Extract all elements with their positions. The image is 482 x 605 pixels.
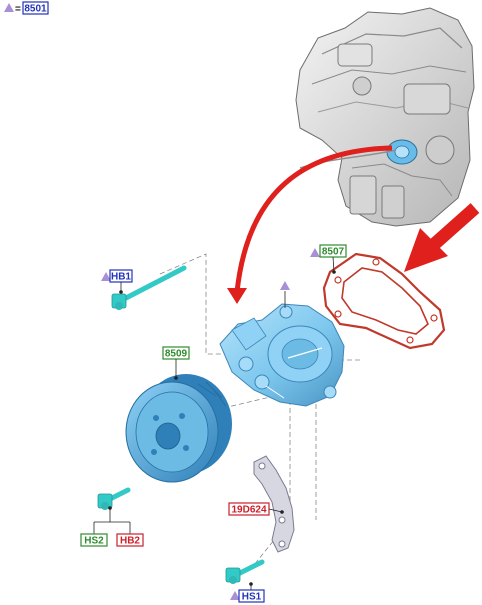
pump-marker xyxy=(280,281,290,308)
curved-arrow-icon xyxy=(227,145,393,304)
pulley-part xyxy=(125,374,232,483)
short-bolt-part xyxy=(97,487,131,510)
hs2-hb2-connector xyxy=(93,508,131,534)
hb1-part-code[interactable]: HB1 xyxy=(111,272,131,283)
bracket-label: 19D624 xyxy=(228,502,284,516)
pulley-label: 8509 xyxy=(162,346,190,380)
water-pump-part xyxy=(219,303,345,407)
hs1-part-code[interactable]: HS1 xyxy=(242,592,262,603)
legend-equals: = xyxy=(15,4,21,15)
gasket-part xyxy=(322,252,446,350)
triangle-marker-icon xyxy=(230,591,240,600)
legend-part-label[interactable]: 8501 xyxy=(24,4,47,15)
hs1-label: HS1 xyxy=(230,582,265,603)
hb2-part-code[interactable]: HB2 xyxy=(120,536,140,547)
triangle-marker-icon xyxy=(310,248,320,257)
hs2-part-code[interactable]: HS2 xyxy=(84,536,104,547)
engine-illustration xyxy=(295,7,475,227)
hs2-label: HS2 xyxy=(80,533,108,547)
bracket-part-number[interactable]: 19D624 xyxy=(231,505,266,516)
hb2-label: HB2 xyxy=(116,533,144,547)
bottom-bolt-part xyxy=(225,559,265,584)
hb1-label: HB1 xyxy=(101,269,133,294)
triangle-marker-icon xyxy=(101,272,111,281)
bracket-part xyxy=(253,455,295,553)
pulley-part-number[interactable]: 8509 xyxy=(165,349,188,360)
straight-arrow-icon xyxy=(404,203,480,272)
triangle-marker-icon xyxy=(4,3,14,12)
legend-part-box xyxy=(22,1,49,15)
long-bolt-part xyxy=(111,265,187,310)
legend: = 8501 xyxy=(4,1,49,15)
triangle-marker-icon xyxy=(280,281,290,290)
gasket-part-number[interactable]: 8507 xyxy=(322,247,345,258)
gasket-label: 8507 xyxy=(310,244,347,274)
